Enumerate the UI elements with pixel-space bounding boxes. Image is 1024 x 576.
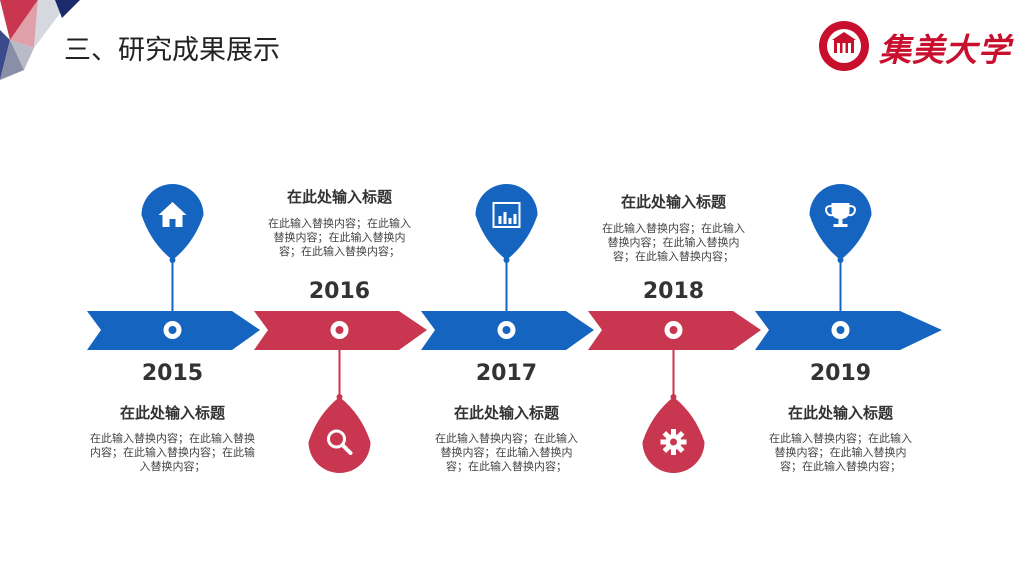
milestone-description: 在此输入替换内容；在此输入替换内容；在此输入替换内容；在此输入替换内容； bbox=[769, 432, 912, 473]
timeline-node-dot bbox=[836, 326, 845, 334]
search-icon bbox=[308, 394, 371, 473]
gear-icon bbox=[642, 394, 705, 473]
milestone-title: 在此处输入标题 bbox=[620, 193, 726, 211]
page-title: 三、研究成果展示 bbox=[64, 35, 280, 66]
milestone-title: 在此处输入标题 bbox=[787, 404, 893, 422]
corner-decoration bbox=[0, 0, 80, 80]
university-logo bbox=[819, 21, 869, 71]
year-label: 2015 bbox=[141, 361, 204, 386]
year-label: 2019 bbox=[809, 361, 872, 386]
milestone-description: 在此输入替换内容；在此输入替换内容；在此输入替换内容；在此输入替换内容； bbox=[602, 222, 745, 263]
timeline-node-dot bbox=[335, 326, 344, 334]
logo-text: 集美大学 bbox=[879, 31, 1012, 69]
year-label: 2017 bbox=[475, 361, 538, 386]
timeline-node-dot bbox=[502, 326, 511, 334]
milestone-description: 在此输入替换内容；在此输入替换内容；在此输入替换内容；在此输入替换内容； bbox=[435, 432, 578, 473]
milestone-description: 在此输入替换内容；在此输入替换内容；在此输入替换内容；在此输入替换内容； bbox=[268, 217, 411, 258]
milestone-title: 在此处输入标题 bbox=[453, 404, 559, 422]
milestone-title: 在此处输入标题 bbox=[286, 188, 392, 206]
bar-chart-icon bbox=[475, 183, 538, 263]
trophy-icon bbox=[809, 183, 872, 263]
year-label: 2016 bbox=[308, 279, 371, 304]
milestone-description: 在此输入替换内容；在此输入替换内容；在此输入替换内容；在此输入替换内容； bbox=[90, 432, 255, 473]
home-icon bbox=[141, 183, 204, 263]
timeline-node-dot bbox=[669, 326, 678, 334]
timeline-node-dot bbox=[168, 326, 177, 334]
milestone-title: 在此处输入标题 bbox=[119, 404, 225, 422]
year-label: 2018 bbox=[642, 279, 705, 304]
